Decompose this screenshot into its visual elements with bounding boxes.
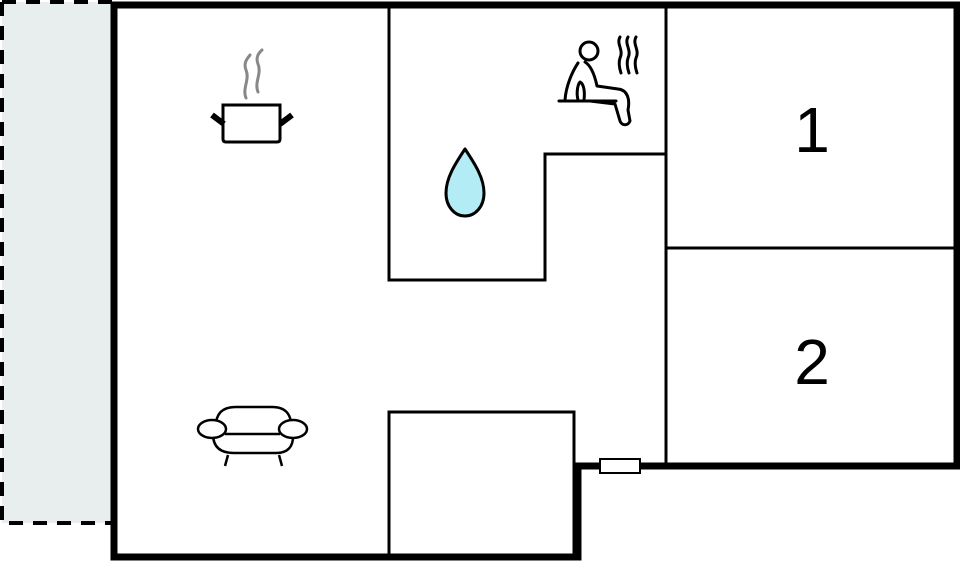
bedroom-1-label: 1 bbox=[794, 94, 830, 166]
water-drop-icon bbox=[444, 147, 486, 218]
door-marker bbox=[599, 458, 641, 474]
outer-walls bbox=[110, 1, 960, 561]
sauna-icon bbox=[557, 35, 639, 127]
cooking-pot-icon bbox=[210, 48, 294, 144]
terrace-area bbox=[0, 0, 112, 525]
interior-walls bbox=[387, 5, 957, 557]
sofa-icon bbox=[196, 405, 309, 467]
bedroom-2-label: 2 bbox=[794, 326, 830, 398]
